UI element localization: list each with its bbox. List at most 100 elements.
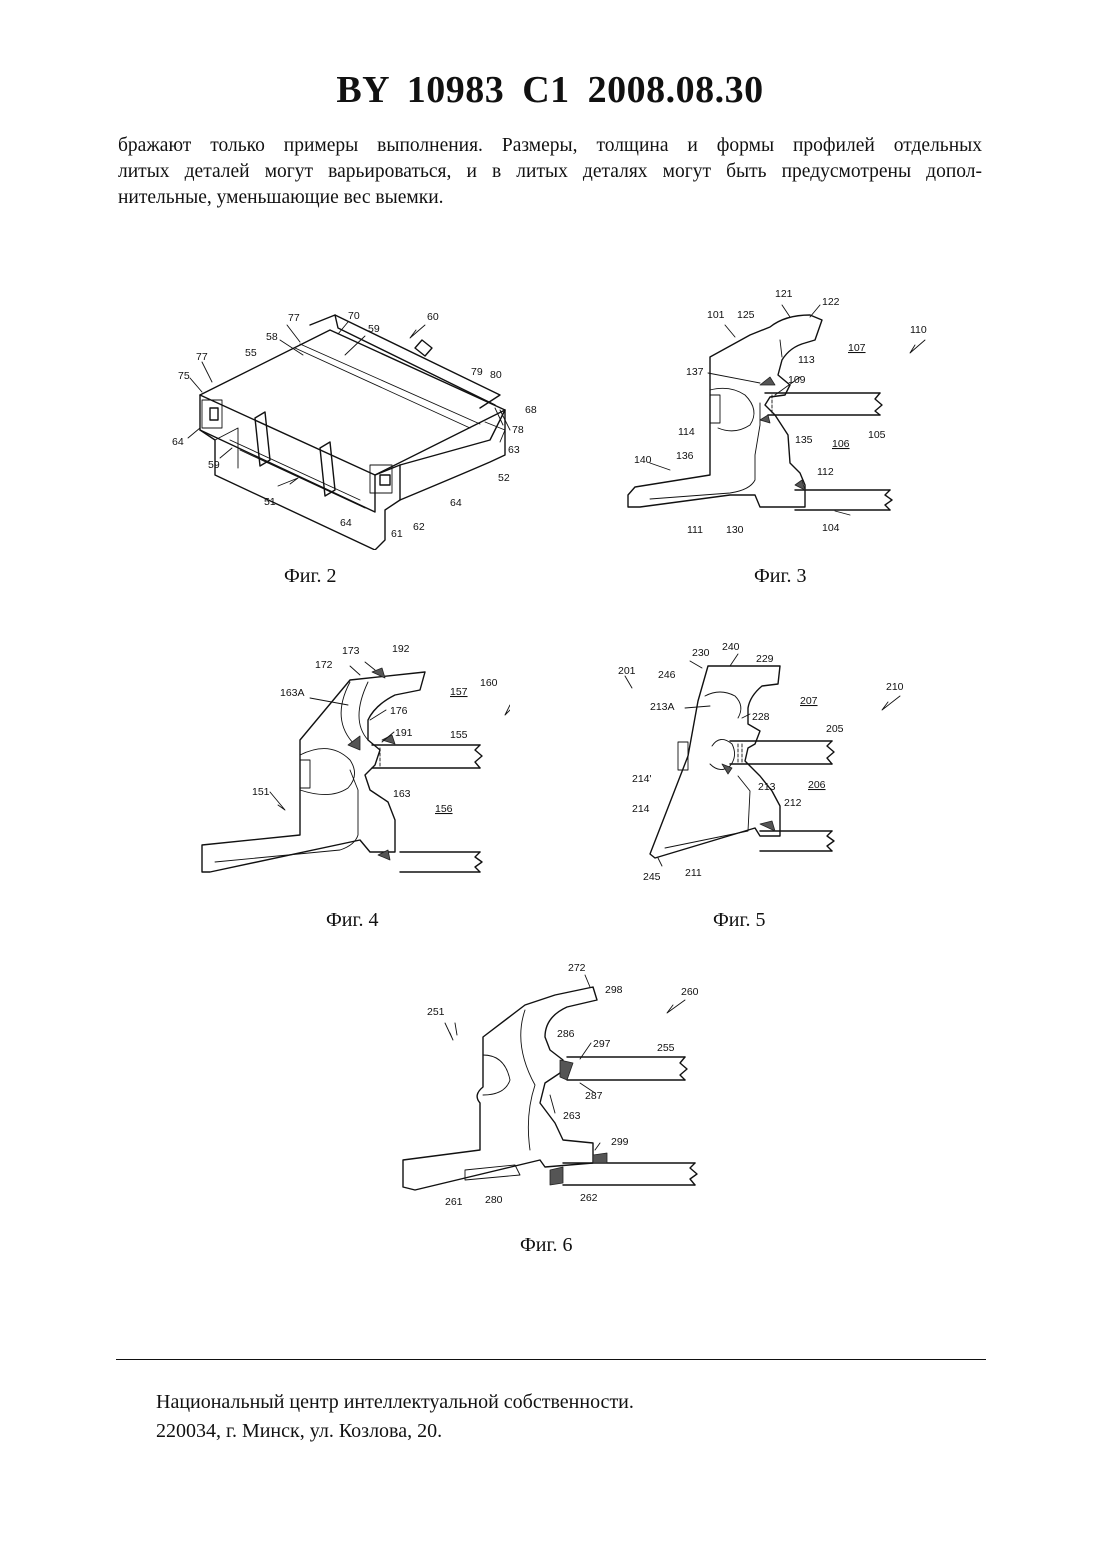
fig4-label-176: 176 (390, 705, 408, 717)
fig2-label-58: 58 (266, 331, 278, 343)
fig3-label-111: 111 (687, 524, 703, 536)
fig4-label-157: 157 (450, 686, 468, 698)
fig3-label-112: 112 (817, 466, 834, 478)
fig4-label-192: 192 (392, 643, 410, 655)
fig3-label-125: 125 (737, 309, 755, 321)
figure-2-drawing: 77 70 60 59 58 55 77 75 79 80 68 78 63 5… (160, 300, 560, 550)
fig4-label-163: 163 (393, 788, 411, 800)
fig3-label-107: 107 (848, 342, 866, 354)
fig3-label-104: 104 (822, 522, 840, 534)
fig2-label-64b: 64 (450, 497, 462, 509)
fig5-label-246: 246 (658, 669, 676, 681)
fig4-label-172: 172 (315, 659, 333, 671)
fig2-label-64c: 64 (340, 517, 352, 529)
fig5-label-245: 245 (643, 871, 661, 883)
fig2-label-62: 62 (413, 521, 425, 533)
fig3-label-109: 109 (788, 374, 806, 386)
fig5-label-213: 213 (758, 781, 776, 793)
fig4-label-151: 151 (252, 786, 270, 798)
fig5-label-212: 212 (784, 797, 802, 809)
fig3-label-105: 105 (868, 429, 886, 441)
fig2-label-79: 79 (471, 366, 483, 378)
fig2-label-77a: 77 (288, 312, 300, 324)
footer-line-2: 220034, г. Минск, ул. Козлова, 20. (156, 1417, 634, 1446)
fig3-label-136: 136 (676, 450, 694, 462)
fig5-label-214: 214 (632, 803, 650, 815)
body-line-1: бражают только примеры выполнения. Разме… (118, 133, 982, 159)
fig3-label-101: 101 (707, 309, 725, 321)
fig6-label-287: 287 (585, 1090, 603, 1102)
fig6-label-297: 297 (593, 1038, 611, 1050)
body-paragraph: бражают только примеры выполнения. Разме… (118, 133, 982, 211)
figure-5-caption: Фиг. 5 (713, 909, 765, 932)
fig3-label-122: 122 (822, 296, 840, 308)
fig2-label-51: 51 (264, 496, 276, 508)
fig3-label-106: 106 (832, 438, 850, 450)
page-header-title: BY 10983 C1 2008.08.30 (0, 68, 1100, 112)
fig3-label-113: 113 (798, 354, 815, 366)
fig5-label-213A: 213A (650, 701, 675, 713)
fig2-label-52: 52 (498, 472, 510, 484)
body-line-2: литых деталей могут варьироваться, и в л… (118, 159, 982, 185)
fig4-label-173: 173 (342, 645, 360, 657)
fig2-label-59b: 59 (208, 459, 220, 471)
figure-4-drawing: 173 192 172 157 160 163A 176 191 155 151… (190, 640, 510, 885)
fig5-label-229: 229 (756, 653, 774, 665)
figure-6-drawing: 272 298 260 251 286 297 255 287 263 299 … (395, 955, 725, 1215)
fig6-label-251: 251 (427, 1006, 445, 1018)
fig6-label-280: 280 (485, 1194, 503, 1206)
fig4-label-156: 156 (435, 803, 453, 815)
fig6-label-261: 261 (445, 1196, 463, 1208)
fig2-label-70: 70 (348, 310, 360, 322)
fig2-label-80: 80 (490, 369, 502, 381)
fig6-label-298: 298 (605, 984, 623, 996)
fig6-label-272: 272 (568, 962, 586, 974)
fig6-label-255: 255 (657, 1042, 675, 1054)
fig5-label-240: 240 (722, 641, 740, 653)
fig3-label-121: 121 (775, 288, 793, 300)
figure-4-caption: Фиг. 4 (326, 909, 378, 932)
fig2-label-60: 60 (427, 311, 439, 323)
fig2-label-55: 55 (245, 347, 257, 359)
fig3-label-114: 114 (678, 426, 695, 438)
fig3-label-135: 135 (795, 434, 813, 446)
fig6-label-260: 260 (681, 986, 699, 998)
fig5-label-211: 211 (685, 867, 702, 879)
figure-2-caption: Фиг. 2 (284, 565, 336, 588)
footer: Национальный центр интеллектуальной собс… (156, 1388, 634, 1446)
footer-line-1: Национальный центр интеллектуальной собс… (156, 1388, 634, 1417)
fig6-label-263: 263 (563, 1110, 581, 1122)
fig2-label-68: 68 (525, 404, 537, 416)
fig4-label-160: 160 (480, 677, 498, 689)
fig4-label-163A: 163A (280, 687, 305, 699)
fig6-label-286: 286 (557, 1028, 575, 1040)
fig6-label-262: 262 (580, 1192, 598, 1204)
fig5-label-207: 207 (800, 695, 818, 707)
figure-3-drawing: 121 122 101 125 110 107 113 137 109 114 … (610, 285, 940, 545)
fig6-label-299: 299 (611, 1136, 629, 1148)
fig2-label-77b: 77 (196, 351, 208, 363)
footer-divider (116, 1359, 986, 1360)
fig2-label-64a: 64 (172, 436, 184, 448)
fig5-label-230: 230 (692, 647, 710, 659)
fig3-label-110: 110 (910, 324, 927, 336)
fig2-label-59a: 59 (368, 323, 380, 335)
fig2-label-78: 78 (512, 424, 524, 436)
fig3-label-130: 130 (726, 524, 744, 536)
fig5-label-201: 201 (618, 665, 636, 677)
body-line-3: нительные, уменьшающие вес выемки. (118, 185, 982, 211)
fig2-label-75: 75 (178, 370, 190, 382)
figure-6-caption: Фиг. 6 (520, 1234, 572, 1257)
figure-5-drawing: 230 240 229 201 246 210 207 213A 228 205… (610, 636, 920, 886)
fig4-label-155: 155 (450, 729, 468, 741)
figure-3-caption: Фиг. 3 (754, 565, 806, 588)
fig3-label-137: 137 (686, 366, 704, 378)
fig2-label-61: 61 (391, 528, 403, 540)
fig5-label-228: 228 (752, 711, 770, 723)
fig5-label-210: 210 (886, 681, 904, 693)
fig5-label-205: 205 (826, 723, 844, 735)
fig3-label-140: 140 (634, 454, 652, 466)
fig5-label-214p: 214' (632, 773, 652, 785)
fig4-label-191: 191 (395, 727, 413, 739)
fig2-label-63: 63 (508, 444, 520, 456)
